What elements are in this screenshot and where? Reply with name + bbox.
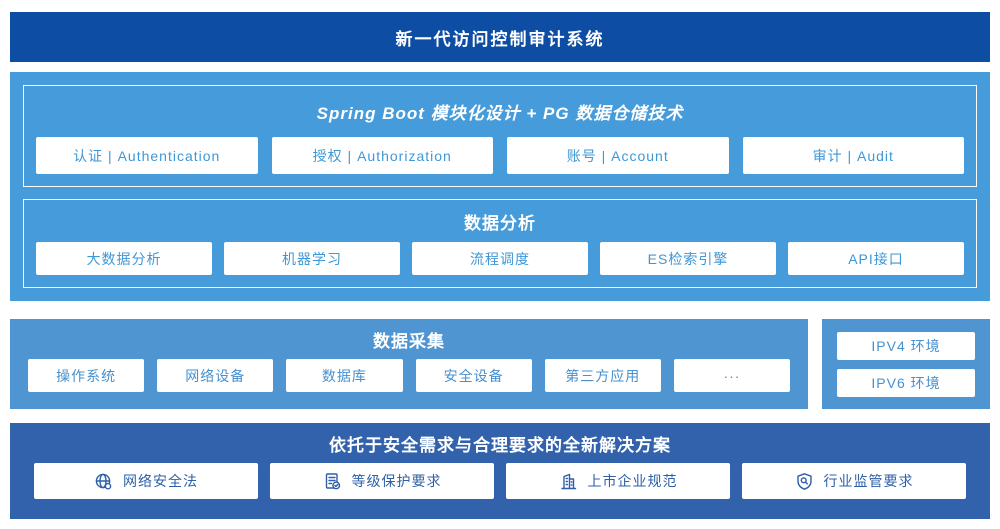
globe-icon <box>94 472 113 491</box>
collection-box-network-device: 网络设备 <box>157 359 274 392</box>
analysis-box-ml: 机器学习 <box>224 242 400 275</box>
building-icon <box>559 472 578 491</box>
data-collection-items-row: 操作系统 网络设备 数据库 安全设备 第三方应用 ··· <box>28 359 791 392</box>
solution-label: 网络安全法 <box>123 473 198 489</box>
shield-search-icon <box>795 472 814 491</box>
spring-boot-items-row: 认证 | Authentication 授权 | Authorization 账… <box>36 137 964 174</box>
analysis-box-bigdata: 大数据分析 <box>36 242 212 275</box>
spring-boot-panel-title: Spring Boot 模块化设计 + PG 数据仓储技术 <box>316 104 684 123</box>
env-box-ipv4: IPV4 环境 <box>837 331 975 360</box>
document-check-icon <box>323 472 342 491</box>
collection-box-database: 数据库 <box>286 359 403 392</box>
analysis-box-workflow: 流程调度 <box>412 242 588 275</box>
data-collection-section: 数据采集 操作系统 网络设备 数据库 安全设备 第三方应用 ··· <box>10 319 808 409</box>
module-box-account: 账号 | Account <box>507 137 729 174</box>
env-box-ipv6: IPV6 环境 <box>837 368 975 397</box>
solution-box-classified-protection: 等级保护要求 <box>270 463 494 499</box>
data-collection-title: 数据采集 <box>373 331 445 351</box>
solution-box-cybersecurity-law: 网络安全法 <box>34 463 258 499</box>
collection-box-thirdparty: 第三方应用 <box>544 359 661 392</box>
solution-title: 依托于安全需求与合理要求的全新解决方案 <box>329 435 671 455</box>
solution-label: 行业监管要求 <box>823 473 914 489</box>
analysis-box-es: ES检索引擎 <box>600 242 776 275</box>
module-box-authorization: 授权 | Authorization <box>271 137 493 174</box>
page-title: 新一代访问控制审计系统 <box>395 29 605 49</box>
solution-label: 等级保护要求 <box>351 473 442 489</box>
spring-boot-panel: Spring Boot 模块化设计 + PG 数据仓储技术 认证 | Authe… <box>23 85 977 187</box>
collection-box-more: ··· <box>673 359 791 392</box>
data-analysis-panel: 数据分析 大数据分析 机器学习 流程调度 ES检索引擎 API接口 <box>23 199 977 288</box>
solution-label: 上市企业规范 <box>587 473 678 489</box>
solution-items-row: 网络安全法 等级保护要求 <box>34 463 966 499</box>
platform-container: Spring Boot 模块化设计 + PG 数据仓储技术 认证 | Authe… <box>10 72 990 301</box>
diagram-canvas: 新一代访问控制审计系统 Spring Boot 模块化设计 + PG 数据仓储技… <box>10 12 990 519</box>
analysis-box-api: API接口 <box>788 242 964 275</box>
data-analysis-items-row: 大数据分析 机器学习 流程调度 ES检索引擎 API接口 <box>36 242 964 275</box>
module-box-audit: 审计 | Audit <box>742 137 964 174</box>
environment-panel: IPV4 环境 IPV6 环境 <box>822 319 990 409</box>
middle-row: 数据采集 操作系统 网络设备 数据库 安全设备 第三方应用 ··· IPV4 环… <box>10 319 990 409</box>
solution-section: 依托于安全需求与合理要求的全新解决方案 网络安全法 <box>10 423 990 519</box>
solution-box-listed-company: 上市企业规范 <box>506 463 730 499</box>
module-box-authentication: 认证 | Authentication <box>36 137 258 174</box>
collection-box-security-device: 安全设备 <box>415 359 532 392</box>
page-title-banner: 新一代访问控制审计系统 <box>10 12 990 62</box>
solution-box-industry-regulation: 行业监管要求 <box>742 463 966 499</box>
data-analysis-panel-title: 数据分析 <box>464 213 536 233</box>
collection-box-os: 操作系统 <box>28 359 145 392</box>
